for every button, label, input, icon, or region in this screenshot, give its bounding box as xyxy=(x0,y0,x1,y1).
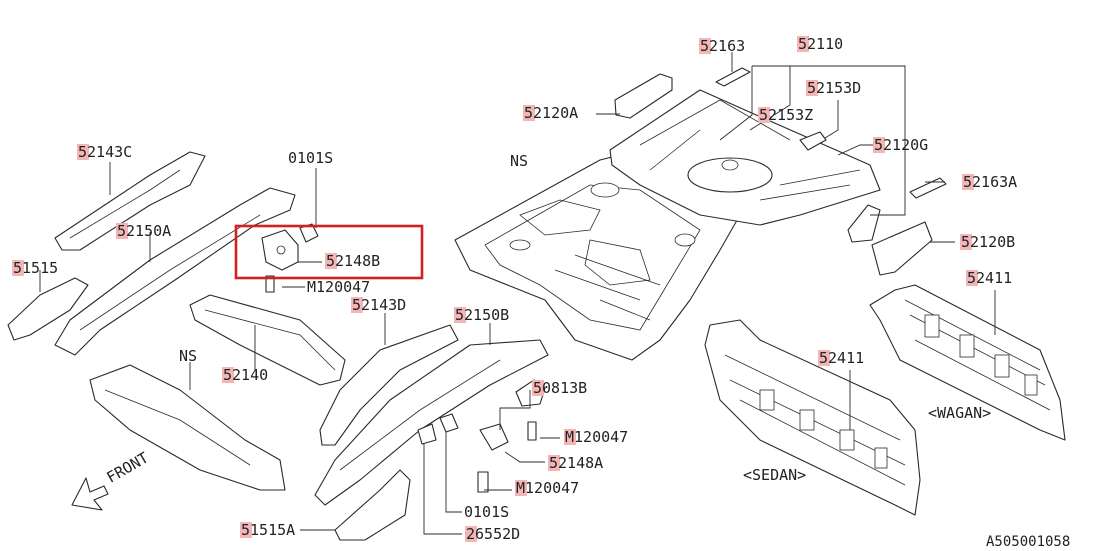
part-52163 xyxy=(715,67,751,87)
part-52153D xyxy=(799,131,827,151)
label-52143C[interactable]: 52143C xyxy=(77,143,133,161)
label-52163[interactable]: 52163 xyxy=(699,37,746,55)
part-51515A xyxy=(334,469,411,541)
highlight-box xyxy=(234,224,424,280)
part-52140 xyxy=(189,294,346,386)
rear-floor-pan xyxy=(454,149,741,361)
label-52153D[interactable]: 52153D xyxy=(806,79,862,97)
label-51515A[interactable]: 51515A xyxy=(240,521,296,539)
rear-panel-sedan xyxy=(704,319,921,516)
part-lower-member-ns xyxy=(89,364,286,491)
label-0101S-top[interactable]: 0101S xyxy=(288,149,334,167)
label-52148B[interactable]: 52148B xyxy=(325,252,381,270)
label-52148A[interactable]: 52148A xyxy=(548,454,604,472)
bolt-M120047-top xyxy=(265,275,275,293)
part-52120A xyxy=(614,73,673,119)
label-52143D[interactable]: 52143D xyxy=(351,296,407,314)
label-52110[interactable]: 52110 xyxy=(797,35,844,53)
label-M120047-top[interactable]: M120047 xyxy=(307,278,371,296)
label-52411-wagon[interactable]: 52411 xyxy=(966,269,1013,287)
label-ns-lower: NS xyxy=(179,347,198,365)
label-52153Z[interactable]: 52153Z xyxy=(758,106,814,124)
label-52411-sedan[interactable]: 52411 xyxy=(818,349,865,367)
part-52120B xyxy=(871,221,933,276)
label-26552D[interactable]: 26552D xyxy=(465,525,521,543)
label-M120047-mid[interactable]: M120047 xyxy=(564,428,629,446)
label-52140[interactable]: 52140 xyxy=(222,366,269,384)
label-52163A[interactable]: 52163A xyxy=(962,173,1018,191)
label-52120A[interactable]: 52120A xyxy=(523,104,579,122)
front-arrow-icon xyxy=(71,477,109,511)
part-51515 xyxy=(7,277,89,341)
label-52120B[interactable]: 52120B xyxy=(960,233,1016,251)
label-50813B[interactable]: 50813B xyxy=(532,379,588,397)
part-52143C xyxy=(54,151,206,251)
spare-tire-pan xyxy=(609,89,881,226)
label-0101S-low[interactable]: 0101S xyxy=(464,503,510,521)
rear-panel-wagon xyxy=(869,284,1066,441)
part-52150B xyxy=(314,339,549,506)
part-52143D xyxy=(319,324,459,446)
part-52148A xyxy=(479,423,509,451)
label-sedan: <SEDAN> xyxy=(743,466,807,484)
part-0101S-clip-low xyxy=(439,413,459,433)
part-26552D xyxy=(417,423,437,445)
label-52120G[interactable]: 52120G xyxy=(873,136,929,154)
bolt-M120047-mid xyxy=(527,421,537,441)
diagram-code: A505001058 xyxy=(986,534,1071,550)
label-52150B[interactable]: 52150B xyxy=(454,306,510,324)
label-M120047-low[interactable]: M120047 xyxy=(515,479,580,497)
label-52150A[interactable]: 52150A xyxy=(116,222,172,240)
bolt-M120047-low xyxy=(477,471,489,493)
label-51515[interactable]: 51515 xyxy=(12,259,59,277)
part-52120G xyxy=(847,204,881,243)
part-52163A xyxy=(909,177,947,199)
label-ns-floor: NS xyxy=(510,152,529,170)
label-wagon: <WAGAN> xyxy=(928,404,992,422)
